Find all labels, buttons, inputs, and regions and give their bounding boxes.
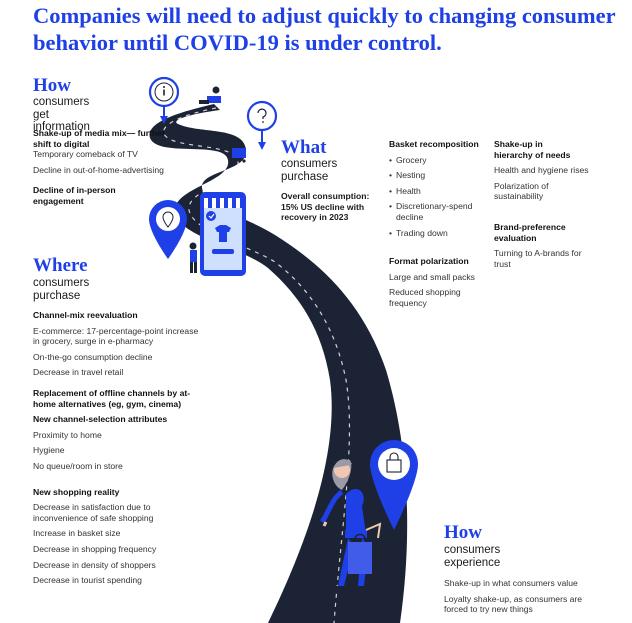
location-icon xyxy=(149,200,187,259)
how-exp-item: Loyalty shake-up, as consumers are force… xyxy=(444,593,583,615)
how-exp-heading: How xyxy=(444,522,482,543)
format-block: Format polarization Large and small pack… xyxy=(389,256,489,308)
info-icon xyxy=(148,76,180,124)
format-item: Large and small packs xyxy=(389,271,475,282)
where-block: Channel-mix reevaluation E-commerce: 17-… xyxy=(33,310,201,586)
where-heading: Where xyxy=(33,255,88,276)
hierarchy-title: Shake-up in hierarchy of needs xyxy=(494,139,571,160)
reading-person-illustration xyxy=(199,86,221,104)
where-item: Decrease in satisfaction due to inconven… xyxy=(33,502,154,523)
where-item: Decrease in travel retail xyxy=(33,367,124,378)
basket-item: Health xyxy=(389,186,487,197)
hierarchy-item: Health and hygiene rises xyxy=(494,165,589,176)
what-overall: Overall consumption: 15% US decline with… xyxy=(281,191,370,223)
how-exp-subheading: consumers experience xyxy=(444,544,501,569)
where-item: Decrease in shopping frequency xyxy=(33,543,157,554)
basket-block: Basket recomposition Grocery Nesting Hea… xyxy=(389,139,487,238)
format-title: Format polarization xyxy=(389,256,469,266)
where-subheading: consumers purchase xyxy=(33,277,90,302)
basket-item: Nesting xyxy=(389,170,487,181)
where-item: Proximity to home xyxy=(33,429,102,440)
how-exp-item: Shake-up in what consumers value xyxy=(444,578,578,588)
how-info-heading: How xyxy=(33,75,71,96)
how-info-item: Decline in out-of-home-advertising xyxy=(33,164,164,175)
question-icon xyxy=(246,100,278,150)
how-info-block: Shake-up of media mix— further shift to … xyxy=(33,128,173,207)
format-item: Reduced shopping frequency xyxy=(389,287,461,308)
basket-item: Trading down xyxy=(389,228,487,239)
where-item: On-the-go consumption decline xyxy=(33,351,153,362)
brand-item: Turning to A-brands for trust xyxy=(494,248,582,269)
basket-title: Basket recomposition xyxy=(389,139,479,149)
hierarchy-block: Shake-up in hierarchy of needs Health an… xyxy=(494,139,598,202)
basket-item: Discretionary-spend decline xyxy=(389,201,487,222)
how-info-subheading: consumers get information xyxy=(33,96,90,133)
how-info-item: Temporary comeback of TV xyxy=(33,149,138,160)
hierarchy-item: Polarization of sustainability xyxy=(494,180,549,202)
basket-item: Grocery xyxy=(389,155,487,166)
what-subheading: consumers purchase xyxy=(281,158,338,183)
person-with-phone-illustration xyxy=(189,242,197,273)
where-item: Decrease in tourist spending xyxy=(33,575,142,586)
cart-illustration xyxy=(227,145,246,163)
where-group-title: New channel-selection attributes xyxy=(33,414,168,425)
where-item: Hygiene xyxy=(33,445,65,456)
phone-store-illustration xyxy=(200,192,246,276)
brand-block: Brand-preference evaluation Turning to A… xyxy=(494,222,594,269)
page-title: Companies will need to adjust quickly to… xyxy=(33,3,616,55)
how-exp-block: Shake-up in what consumers value Loyalty… xyxy=(444,578,604,615)
where-group-title: New shopping reality xyxy=(33,486,120,497)
where-item: E-commerce: 17-percentage-point increase… xyxy=(33,325,199,347)
where-item: Decrease in density of shoppers xyxy=(33,559,156,570)
brand-title: Brand-preference evaluation xyxy=(494,222,566,243)
where-item: No queue/room in store xyxy=(33,460,123,471)
what-heading: What xyxy=(281,137,327,158)
how-info-group-title: Shake-up of media mix— further shift to … xyxy=(33,128,166,149)
where-item: Increase in basket size xyxy=(33,528,121,539)
woman-shopper-illustration xyxy=(319,459,382,591)
where-group-title: Replacement of offline channels by at-ho… xyxy=(33,387,191,409)
shopping-bag-icon xyxy=(370,440,418,530)
where-group-title: Channel-mix reevaluation xyxy=(33,310,138,320)
how-info-group-title: Decline of in-person engagement xyxy=(33,185,116,206)
